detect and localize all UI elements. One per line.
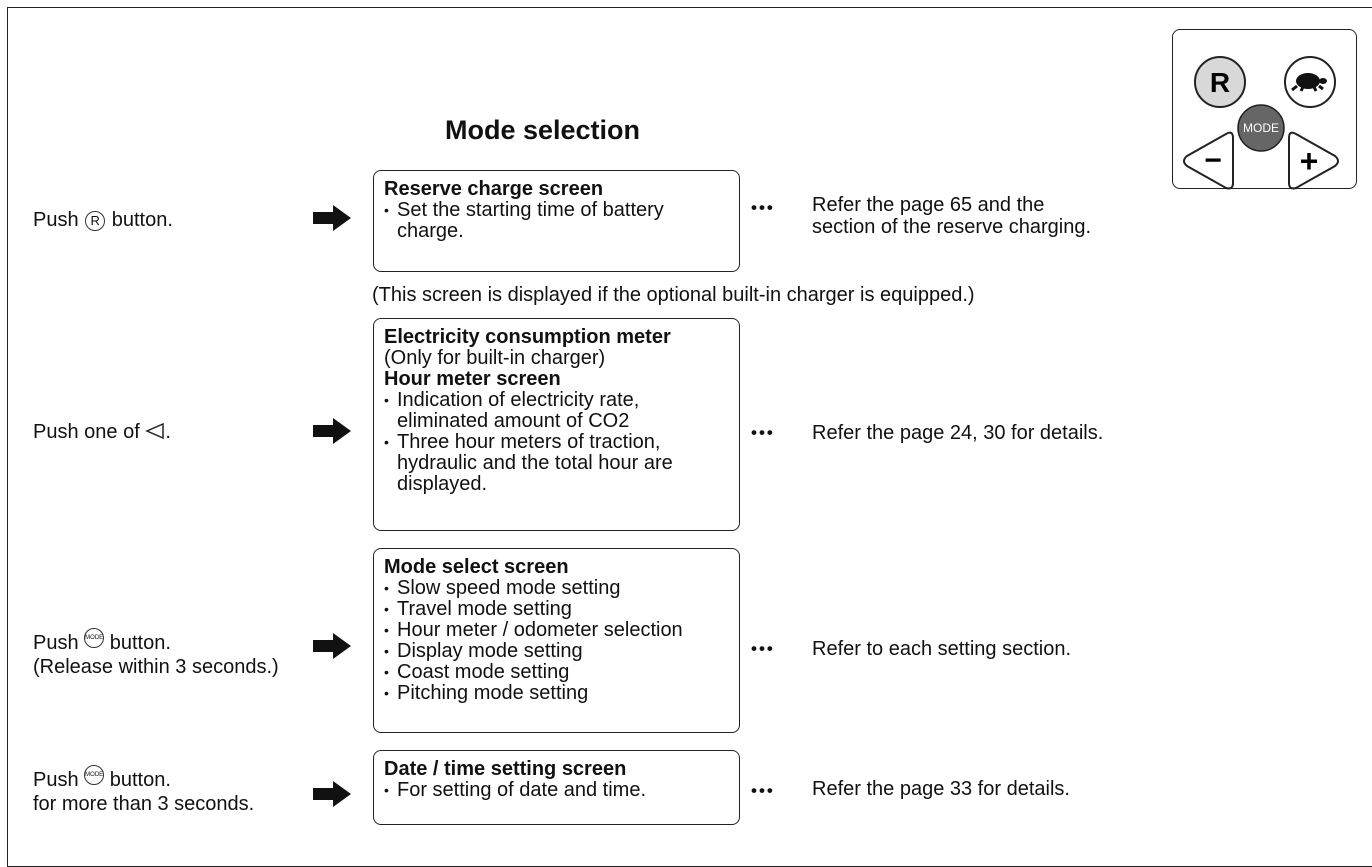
box-heading-2: Hour meter screen	[384, 368, 561, 390]
reserve-charge-box: Reserve charge screen Set the starting t…	[373, 170, 740, 272]
instruction-push-mode: Push MODE button. (Release within 3 seco…	[33, 628, 279, 679]
plus-button	[1288, 131, 1339, 190]
ellipsis: •••	[751, 639, 775, 658]
reference-text: Refer the page 33 for details.	[812, 778, 1070, 800]
reference-text: Refer the page 65 and the section of the…	[812, 194, 1092, 238]
ellipsis: •••	[751, 423, 775, 442]
box-heading: Date / time setting screen	[384, 758, 627, 780]
plus-label: +	[1300, 143, 1319, 179]
box-heading: Mode select screen	[384, 556, 569, 578]
instruction-push-mode-hold: Push MODE button. for more than 3 second…	[33, 765, 254, 816]
instruction-push-r: Push R button.	[33, 209, 173, 231]
box-bullet: Pitching mode setting	[384, 683, 729, 705]
control-panel-graphic: R MODE − +	[1183, 56, 1339, 190]
ellipsis: •••	[751, 781, 775, 800]
ellipsis: •••	[751, 198, 775, 217]
mode-icon: MODE	[84, 765, 105, 785]
box-bullet: Set the starting time of battery charge.	[384, 200, 729, 242]
box-bullet: Indication of electricity rate, eliminat…	[384, 390, 729, 432]
hour-meter-box: Electricity consumption meter (Only for …	[373, 318, 740, 531]
box-heading: Reserve charge screen	[384, 178, 604, 200]
minus-button	[1183, 131, 1234, 190]
minus-label: −	[1204, 144, 1222, 177]
turtle-icon	[1291, 73, 1327, 92]
left-triangle-icon	[145, 422, 165, 440]
control-panel: R MODE − +	[1172, 29, 1357, 190]
mode-button-label: MODE	[1243, 121, 1279, 135]
reference-text: Refer the page 24, 30 for details.	[812, 422, 1104, 444]
box-bullet: Slow speed mode setting	[384, 578, 729, 600]
reference-text: Refer to each setting section.	[812, 638, 1072, 660]
box-bullet: Three hour meters of traction, hydraulic…	[384, 432, 729, 495]
r-icon: R	[85, 211, 106, 231]
box-bullet: Hour meter / odometer selection	[384, 620, 729, 642]
box-heading: Electricity consumption meter	[384, 326, 671, 348]
arrow-right-icon	[313, 418, 351, 444]
arrow-right-icon	[313, 633, 351, 659]
mode-icon: MODE	[84, 628, 105, 648]
diagram-title: Mode selection	[445, 115, 641, 145]
charger-note: (This screen is displayed if the optiona…	[372, 284, 975, 306]
mode-select-box: Mode select screen Slow speed mode setti…	[373, 548, 740, 733]
box-bullet: For setting of date and time.	[384, 780, 729, 802]
box-subtext: (Only for built-in charger)	[384, 347, 606, 369]
r-button-label: R	[1210, 67, 1230, 98]
date-time-box: Date / time setting screen For setting o…	[373, 750, 740, 825]
instruction-push-arrow: Push one of .	[33, 421, 171, 443]
box-bullet: Coast mode setting	[384, 662, 729, 684]
arrow-right-icon	[313, 781, 351, 807]
arrow-right-icon	[313, 205, 351, 231]
box-bullet: Travel mode setting	[384, 599, 729, 621]
mode-button	[1237, 104, 1285, 152]
box-bullet: Display mode setting	[384, 641, 729, 663]
r-button	[1194, 56, 1246, 108]
